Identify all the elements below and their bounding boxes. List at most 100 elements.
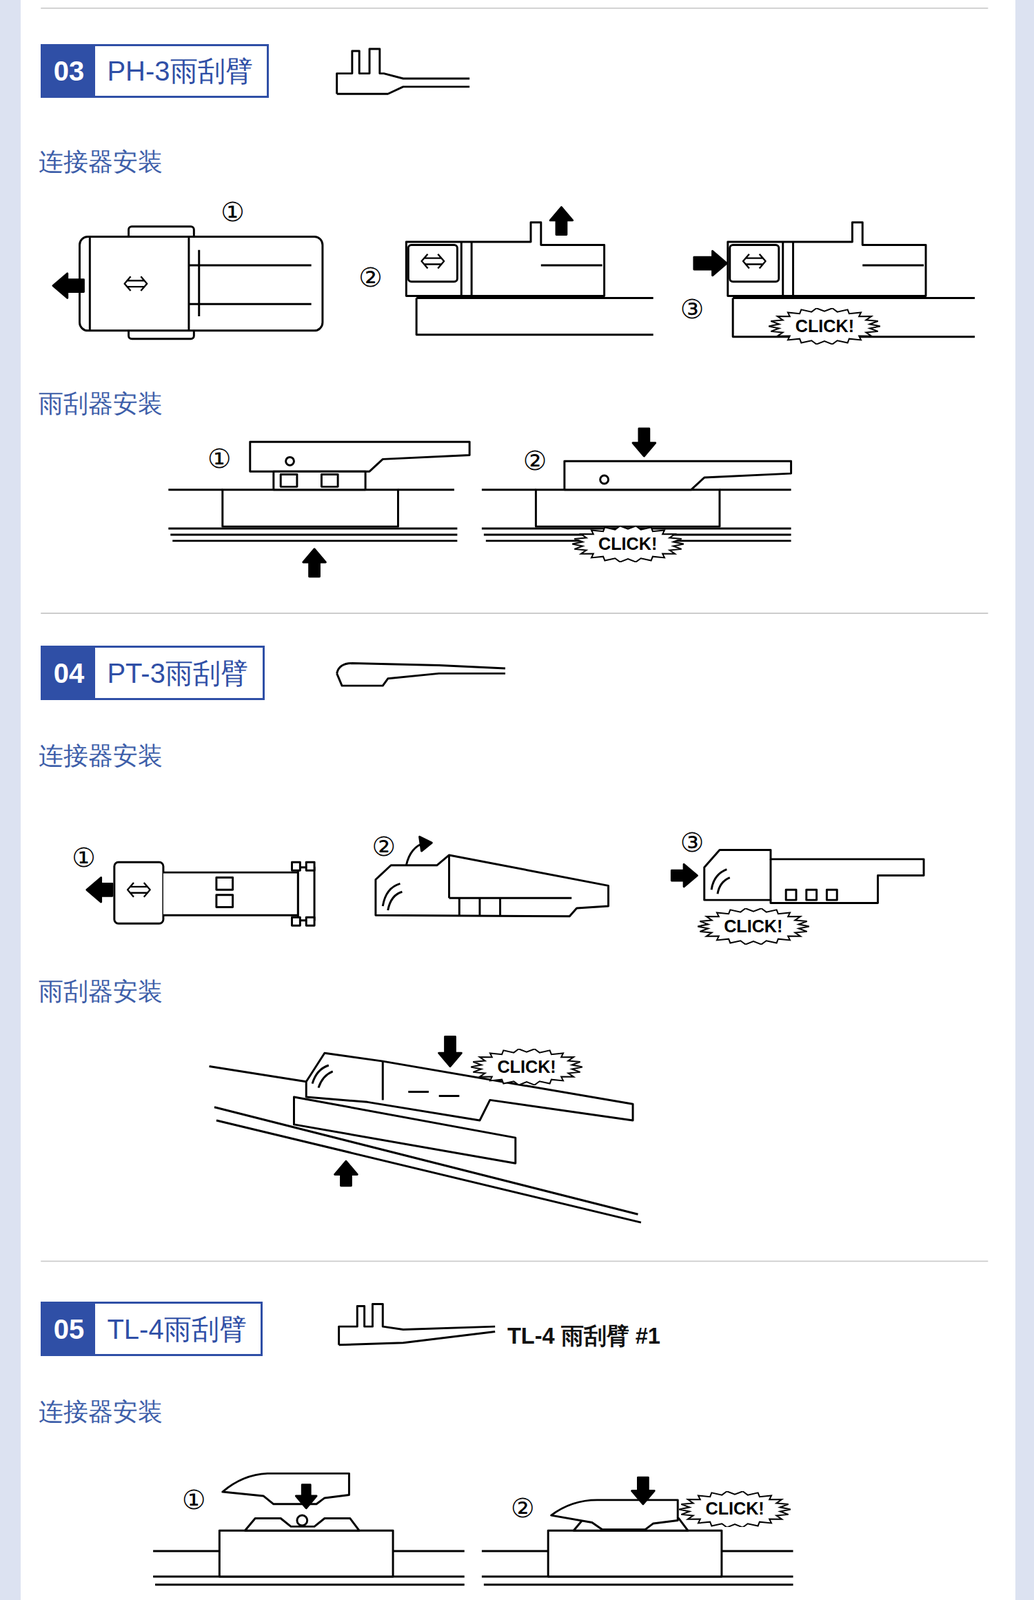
drawing-part [337, 48, 470, 94]
drawing-part [671, 864, 697, 888]
drawing-part [86, 878, 113, 904]
subheading: 雨刮器安装 [38, 978, 163, 1006]
drawing-part [297, 1515, 308, 1527]
drawing-part [306, 862, 315, 871]
drawing-part [419, 836, 433, 852]
click-text: CLICK! [723, 918, 783, 936]
callout-number: ① [207, 444, 232, 474]
drawing-part [783, 241, 924, 296]
drawing-part [89, 237, 311, 331]
drawing-part [743, 254, 766, 269]
callout-number: ② [371, 832, 396, 862]
drawing-part [321, 474, 338, 488]
drawing-part [127, 883, 151, 898]
subheading: 连接器安装 [38, 1399, 163, 1427]
callout-number: ① [71, 843, 96, 873]
drawing-part [222, 1473, 350, 1505]
callout-number: ② [523, 446, 548, 476]
drawing-part [421, 254, 445, 269]
callout-number: ② [358, 263, 383, 293]
section-title: TL-4雨刮臂 [95, 1304, 262, 1354]
drawing-part [114, 862, 164, 924]
drawing-part [306, 1053, 633, 1121]
click-text: CLICK! [705, 1500, 765, 1518]
drawing-part [727, 222, 926, 297]
drawing-part [219, 1531, 393, 1578]
drawing-part [40, 7, 988, 9]
section-heading: 03PH-3雨刮臂 [40, 44, 269, 98]
drawing-part [600, 475, 609, 484]
drawing-part [273, 471, 366, 491]
subheading: 雨刮器安装 [38, 390, 163, 418]
click-text: CLICK! [598, 535, 657, 553]
drawing-part [312, 1061, 460, 1101]
section-number: 03 [42, 46, 95, 96]
drawing-part [339, 1304, 496, 1346]
burst-shape [470, 1049, 583, 1086]
click-burst: CLICK! [470, 1049, 583, 1086]
drawing-part [548, 1531, 722, 1578]
section-number: 05 [42, 1304, 95, 1354]
drawing-part [222, 490, 399, 527]
drawing-part [694, 250, 727, 276]
drawing-part [535, 490, 720, 527]
drawing-part [408, 244, 458, 282]
drawing-part [286, 457, 295, 466]
callout-number: ② [510, 1493, 535, 1523]
drawing-part [406, 222, 604, 297]
click-burst: CLICK! [697, 908, 810, 946]
drawing-part [461, 241, 602, 296]
drawing-part [711, 859, 771, 901]
drawing-part [163, 872, 298, 916]
drawing-part [216, 895, 233, 908]
drawing-part [704, 850, 924, 904]
drawing-part [303, 549, 327, 577]
drawing-part [250, 441, 470, 472]
drawing-part [40, 612, 988, 615]
callout-number: ③ [680, 294, 705, 324]
drawing-part [632, 1477, 655, 1505]
drawing-part [335, 1161, 358, 1187]
callout-number: ① [220, 197, 245, 227]
section-heading: 05TL-4雨刮臂 [40, 1302, 263, 1356]
burst-shape [768, 308, 881, 345]
click-burst: CLICK! [678, 1491, 791, 1529]
section-title: PH-3雨刮臂 [95, 46, 268, 96]
drawing-part [337, 663, 506, 687]
drawing-part [826, 889, 837, 901]
drawing-part [168, 490, 458, 542]
subheading: 连接器安装 [38, 148, 163, 176]
drawing-part [209, 1067, 307, 1083]
drawing-part [79, 237, 322, 331]
section-number: 04 [42, 647, 95, 698]
drawing-part [564, 461, 792, 490]
drawing-part [550, 207, 573, 236]
drawing-part [382, 855, 572, 916]
drawing-part [551, 1500, 679, 1531]
drawing-part [416, 297, 654, 335]
drawing-part [632, 428, 656, 457]
drawing-part [40, 1260, 988, 1263]
section-title: PT-3雨刮臂 [95, 647, 263, 698]
drawing-part [375, 855, 609, 917]
drawing-part [730, 244, 779, 282]
drawing-part [124, 276, 148, 291]
section-heading: 04PT-3雨刮臂 [40, 645, 265, 700]
burst-shape [697, 908, 810, 945]
drawing-part [732, 297, 975, 337]
callout-number: ③ [680, 828, 705, 858]
drawing-part [297, 867, 315, 921]
click-text: CLICK! [497, 1058, 556, 1077]
drawing-part [216, 878, 233, 891]
drawing-part [785, 889, 797, 901]
burst-shape [678, 1491, 791, 1528]
drawing-part [295, 1485, 317, 1509]
drawing-part [280, 474, 298, 488]
drawing-part [291, 917, 300, 926]
click-text: CLICK! [795, 317, 855, 336]
click-burst: CLICK! [572, 525, 684, 563]
callout-number: ① [181, 1486, 207, 1516]
separator [40, 8, 988, 1263]
